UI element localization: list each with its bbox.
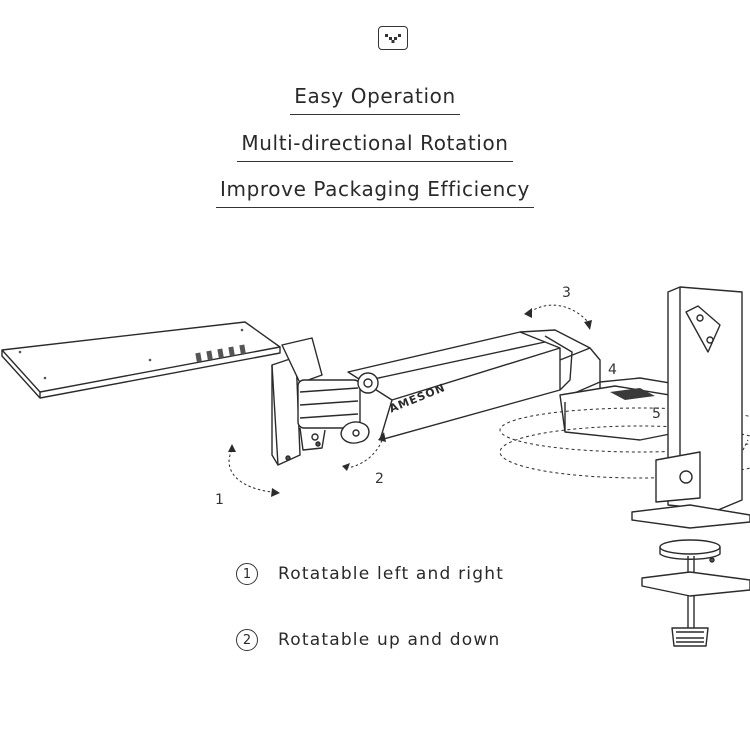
feature-number: 1 (236, 563, 258, 585)
callout-4: 4 (608, 362, 617, 378)
feature-number: 2 (236, 629, 258, 651)
tilt-joint (297, 379, 370, 451)
headline-text: Improve Packaging Efficiency (216, 177, 534, 208)
callout-2: 2 (375, 471, 384, 487)
headline-text: Multi-directional Rotation (237, 131, 513, 162)
headline-text: Easy Operation (290, 84, 460, 115)
mount-post (655, 286, 743, 511)
feature-text: Rotatable up and down (278, 630, 501, 650)
brand-logo (378, 26, 408, 50)
rotation-arrows (228, 304, 749, 493)
callout-1: 1 (215, 492, 224, 508)
feature-rotate-up-down: 2 Rotatable up and down (236, 629, 500, 651)
keyboard-tray (1, 321, 281, 399)
headline-multi-directional-rotation: Multi-directional Rotation (0, 131, 750, 162)
feature-rotate-left-right: 1 Rotatable left and right (236, 563, 504, 585)
rotation-indicator-base (499, 407, 750, 479)
brand-chevron-icon (385, 34, 401, 43)
gas-spring-arm (347, 329, 591, 441)
keyboard-arm-illustration: AMESON (1, 286, 750, 647)
desk-clamp (631, 504, 750, 647)
headline-packaging-efficiency: Improve Packaging Efficiency (0, 177, 750, 208)
tray-bracket (271, 337, 323, 466)
callout-3: 3 (562, 285, 571, 301)
headline-easy-operation: Easy Operation (0, 84, 750, 115)
feature-text: Rotatable left and right (278, 564, 505, 584)
callout-5: 5 (652, 406, 661, 422)
